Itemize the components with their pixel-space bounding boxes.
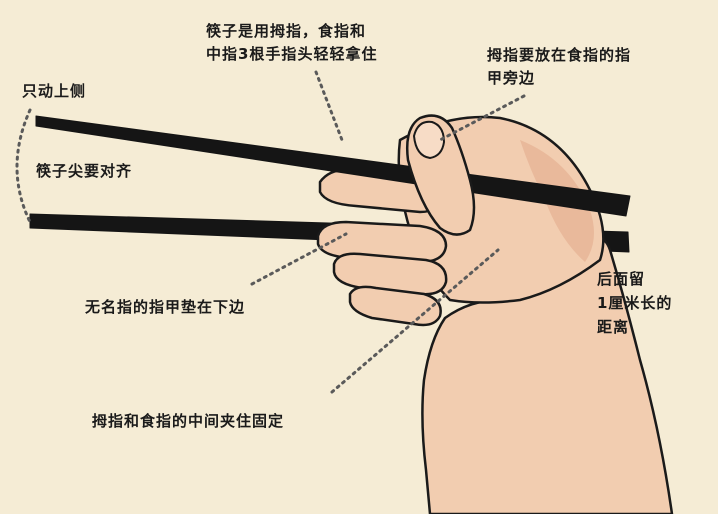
tips-bracket-dots — [15, 108, 32, 224]
annotation-ring-finger: 无名指的指甲垫在下边 — [85, 298, 246, 316]
annotation-end-distance-line3: 距离 — [597, 318, 630, 336]
annotation-three-fingers-line1: 筷子是用拇指，食指和 — [206, 22, 367, 40]
leader-thumb-middle — [314, 70, 344, 142]
annotation-end-distance-line1: 后面留 — [597, 270, 646, 288]
thumbnail — [412, 120, 446, 160]
leader-ring-finger — [250, 232, 348, 286]
little-finger — [348, 285, 442, 327]
annotation-tips-aligned: 筷子尖要对齐 — [36, 162, 133, 180]
annotation-end-distance-line2: 1厘米长的 — [597, 294, 673, 312]
leader-thumb-nail — [438, 94, 526, 142]
annotation-thumb-position-line2: 甲旁边 — [487, 69, 536, 87]
annotation-three-fingers: 筷子是用拇指，食指和 中指3根手指头轻轻拿住 — [206, 20, 377, 66]
annotation-thumb-index-grip: 拇指和食指的中间夹住固定 — [92, 412, 285, 430]
ring-finger — [332, 252, 448, 296]
annotation-end-distance: 后面留 1厘米长的 距离 — [597, 267, 672, 339]
middle-finger — [316, 220, 448, 264]
annotation-three-fingers-line2: 中指3根手指头轻轻拿住 — [206, 45, 378, 63]
leader-fixed — [330, 248, 500, 394]
annotation-upper-only-moves: 只动上侧 — [22, 82, 87, 100]
annotation-thumb-position: 拇指要放在食指的指 甲旁边 — [487, 44, 631, 90]
annotation-thumb-position-line1: 拇指要放在食指的指 — [487, 46, 632, 64]
